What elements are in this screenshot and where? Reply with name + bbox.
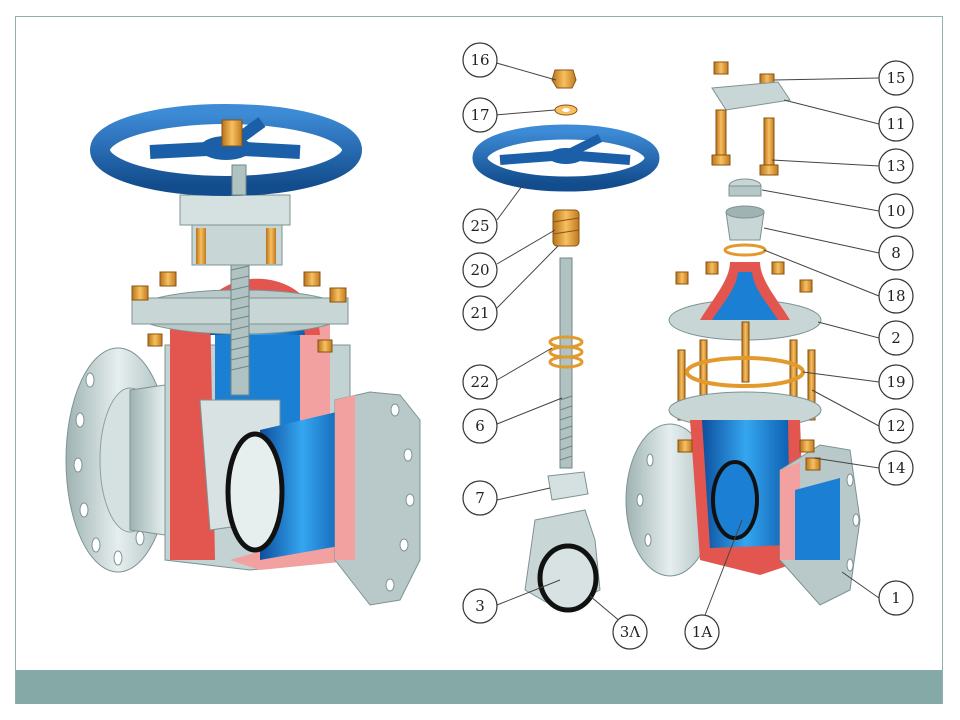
footer-band [16, 670, 942, 704]
callout-11: 11 [878, 106, 914, 142]
callout-3: 3 [462, 588, 498, 624]
callout-2: 2 [878, 320, 914, 356]
callout-17: 17 [462, 97, 498, 133]
callout-14: 14 [878, 450, 914, 486]
part-13-bolts [711, 109, 779, 176]
callout-21-label: 21 [470, 304, 489, 322]
callout-3-label: 3 [475, 597, 485, 615]
part-11-gland-flange [711, 81, 791, 111]
part-1-body [625, 391, 861, 606]
callout-18-label: 18 [886, 287, 905, 305]
callout-19: 19 [878, 364, 914, 400]
callout-12-label: 12 [886, 417, 905, 435]
callout-1a-label: 1A [692, 623, 713, 641]
callout-12: 12 [878, 408, 914, 444]
callout-8: 8 [878, 235, 914, 271]
callout-25: 25 [462, 208, 498, 244]
part-20-stem-nut [552, 209, 580, 247]
exploded-center [472, 69, 660, 613]
callout-3a: 3Λ [612, 614, 648, 650]
part-17-washer [554, 104, 578, 116]
callout-17-label: 17 [470, 106, 489, 124]
part-25-handwheel [472, 124, 660, 192]
callout-3a-label: 3Λ [620, 623, 641, 641]
callout-6: 6 [462, 408, 498, 444]
callout-2-label: 2 [891, 329, 901, 347]
part-10-gland [728, 178, 762, 197]
callout-7-label: 7 [475, 489, 485, 507]
callout-10: 10 [878, 193, 914, 229]
assembled-valve [65, 104, 421, 606]
callout-1a: 1A [684, 614, 720, 650]
part-7-nut [547, 471, 589, 501]
callout-22-label: 22 [470, 373, 489, 391]
callout-16-label: 16 [470, 51, 489, 69]
part-16-nut [551, 69, 577, 89]
part-18-oring [723, 243, 767, 257]
exploded-body [625, 61, 861, 606]
callout-6-label: 6 [475, 417, 485, 435]
part-8-bushing [725, 205, 765, 241]
part-15-nuts [713, 61, 775, 87]
assembled-handwheel [90, 104, 362, 196]
callout-1-label: 1 [891, 589, 901, 607]
callout-13-label: 13 [886, 157, 905, 175]
callout-10-label: 10 [886, 202, 905, 220]
callout-15-label: 15 [886, 69, 905, 87]
callout-8-label: 8 [891, 244, 901, 262]
part-6-stem [559, 257, 573, 469]
callout-7: 7 [462, 480, 498, 516]
callout-25-label: 25 [470, 217, 489, 235]
callout-13: 13 [878, 148, 914, 184]
part-14-nuts [677, 439, 821, 471]
part-22-packing [548, 335, 584, 369]
callout-14-label: 14 [886, 459, 905, 477]
part-2-bonnet [668, 261, 822, 341]
callout-20-label: 20 [470, 261, 489, 279]
callout-16: 16 [462, 42, 498, 78]
callout-1: 1 [878, 580, 914, 616]
callout-18: 18 [878, 278, 914, 314]
callout-15: 15 [878, 60, 914, 96]
callout-20: 20 [462, 252, 498, 288]
callout-22: 22 [462, 364, 498, 400]
callout-19-label: 19 [886, 373, 905, 391]
callout-21: 21 [462, 295, 498, 331]
callout-11-label: 11 [886, 115, 905, 133]
leader-lines [492, 61, 880, 629]
part-3-wedge [524, 509, 601, 613]
